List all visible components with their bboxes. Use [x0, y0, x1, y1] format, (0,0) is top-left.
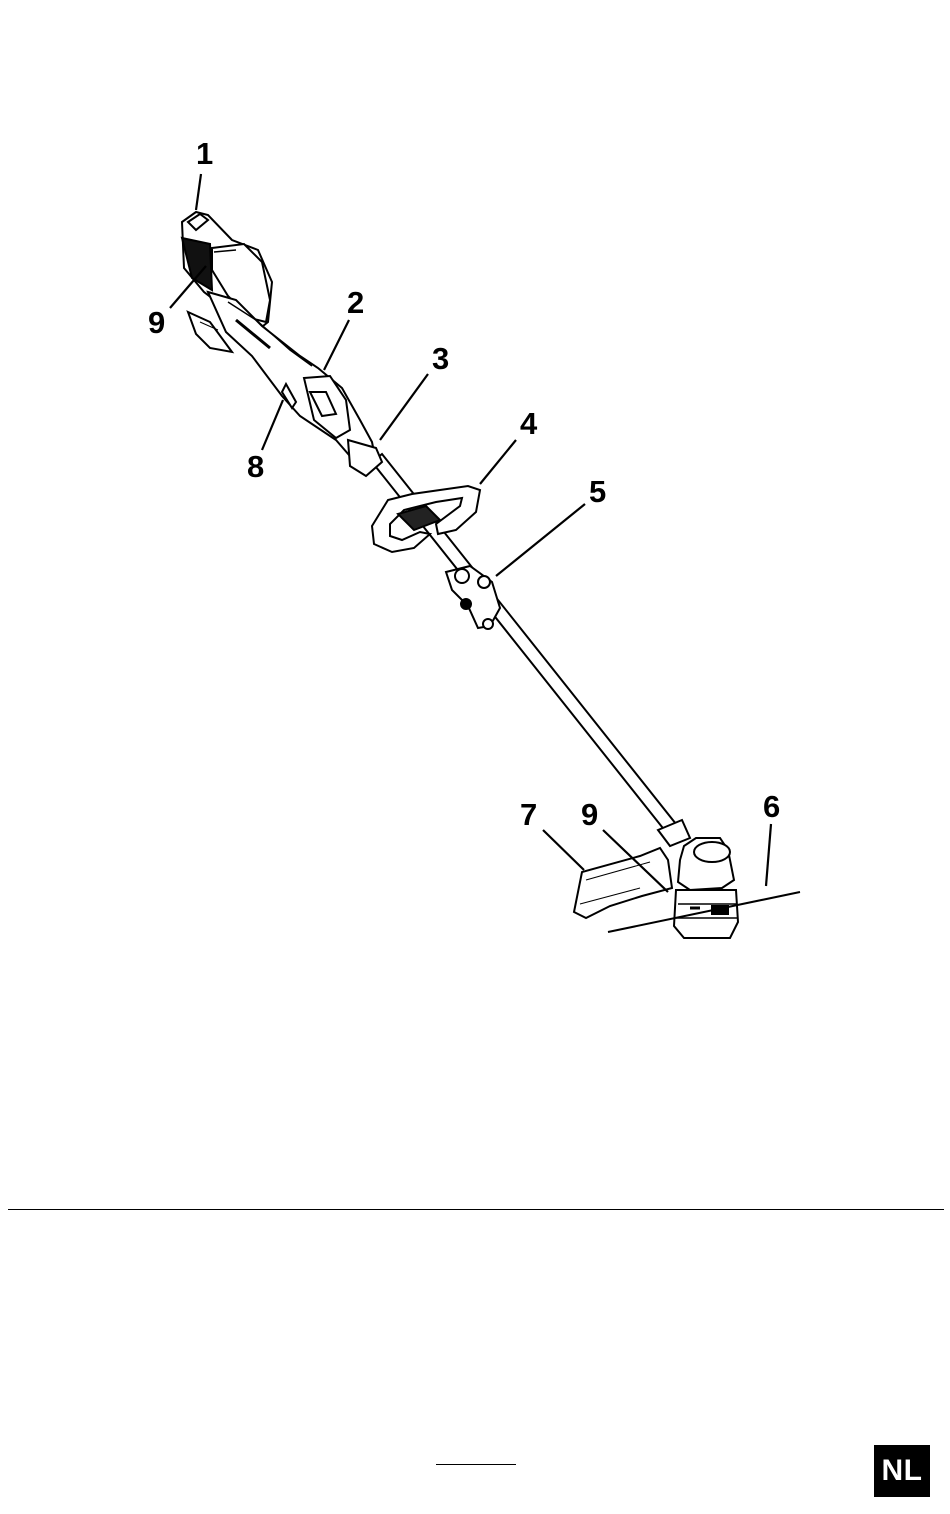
language-badge: NL — [874, 1445, 930, 1497]
assist-handle — [372, 486, 480, 552]
leader-6 — [766, 824, 771, 886]
callout-9-top: 9 — [148, 305, 165, 340]
leader-5 — [496, 504, 585, 576]
leader-7 — [543, 830, 584, 870]
string-trimmer-diagram: 1 9 2 3 4 5 8 7 9 6 — [0, 0, 950, 1000]
callout-5: 5 — [589, 474, 606, 509]
shaft-coupling — [446, 566, 500, 629]
callout-1: 1 — [196, 136, 213, 171]
callout-4: 4 — [520, 406, 538, 441]
leader-3 — [380, 374, 428, 440]
callout-7: 7 — [520, 797, 537, 832]
leader-8 — [262, 400, 283, 450]
page-number-rule — [436, 1464, 516, 1465]
callout-2: 2 — [347, 285, 364, 320]
callout-3: 3 — [432, 341, 449, 376]
section-divider — [8, 1209, 944, 1210]
leader-1 — [196, 174, 201, 210]
leader-2 — [324, 320, 349, 370]
callout-9-bottom: 9 — [581, 797, 598, 832]
callout-8: 8 — [247, 449, 264, 484]
callout-6: 6 — [763, 789, 780, 824]
leader-4 — [480, 440, 516, 484]
